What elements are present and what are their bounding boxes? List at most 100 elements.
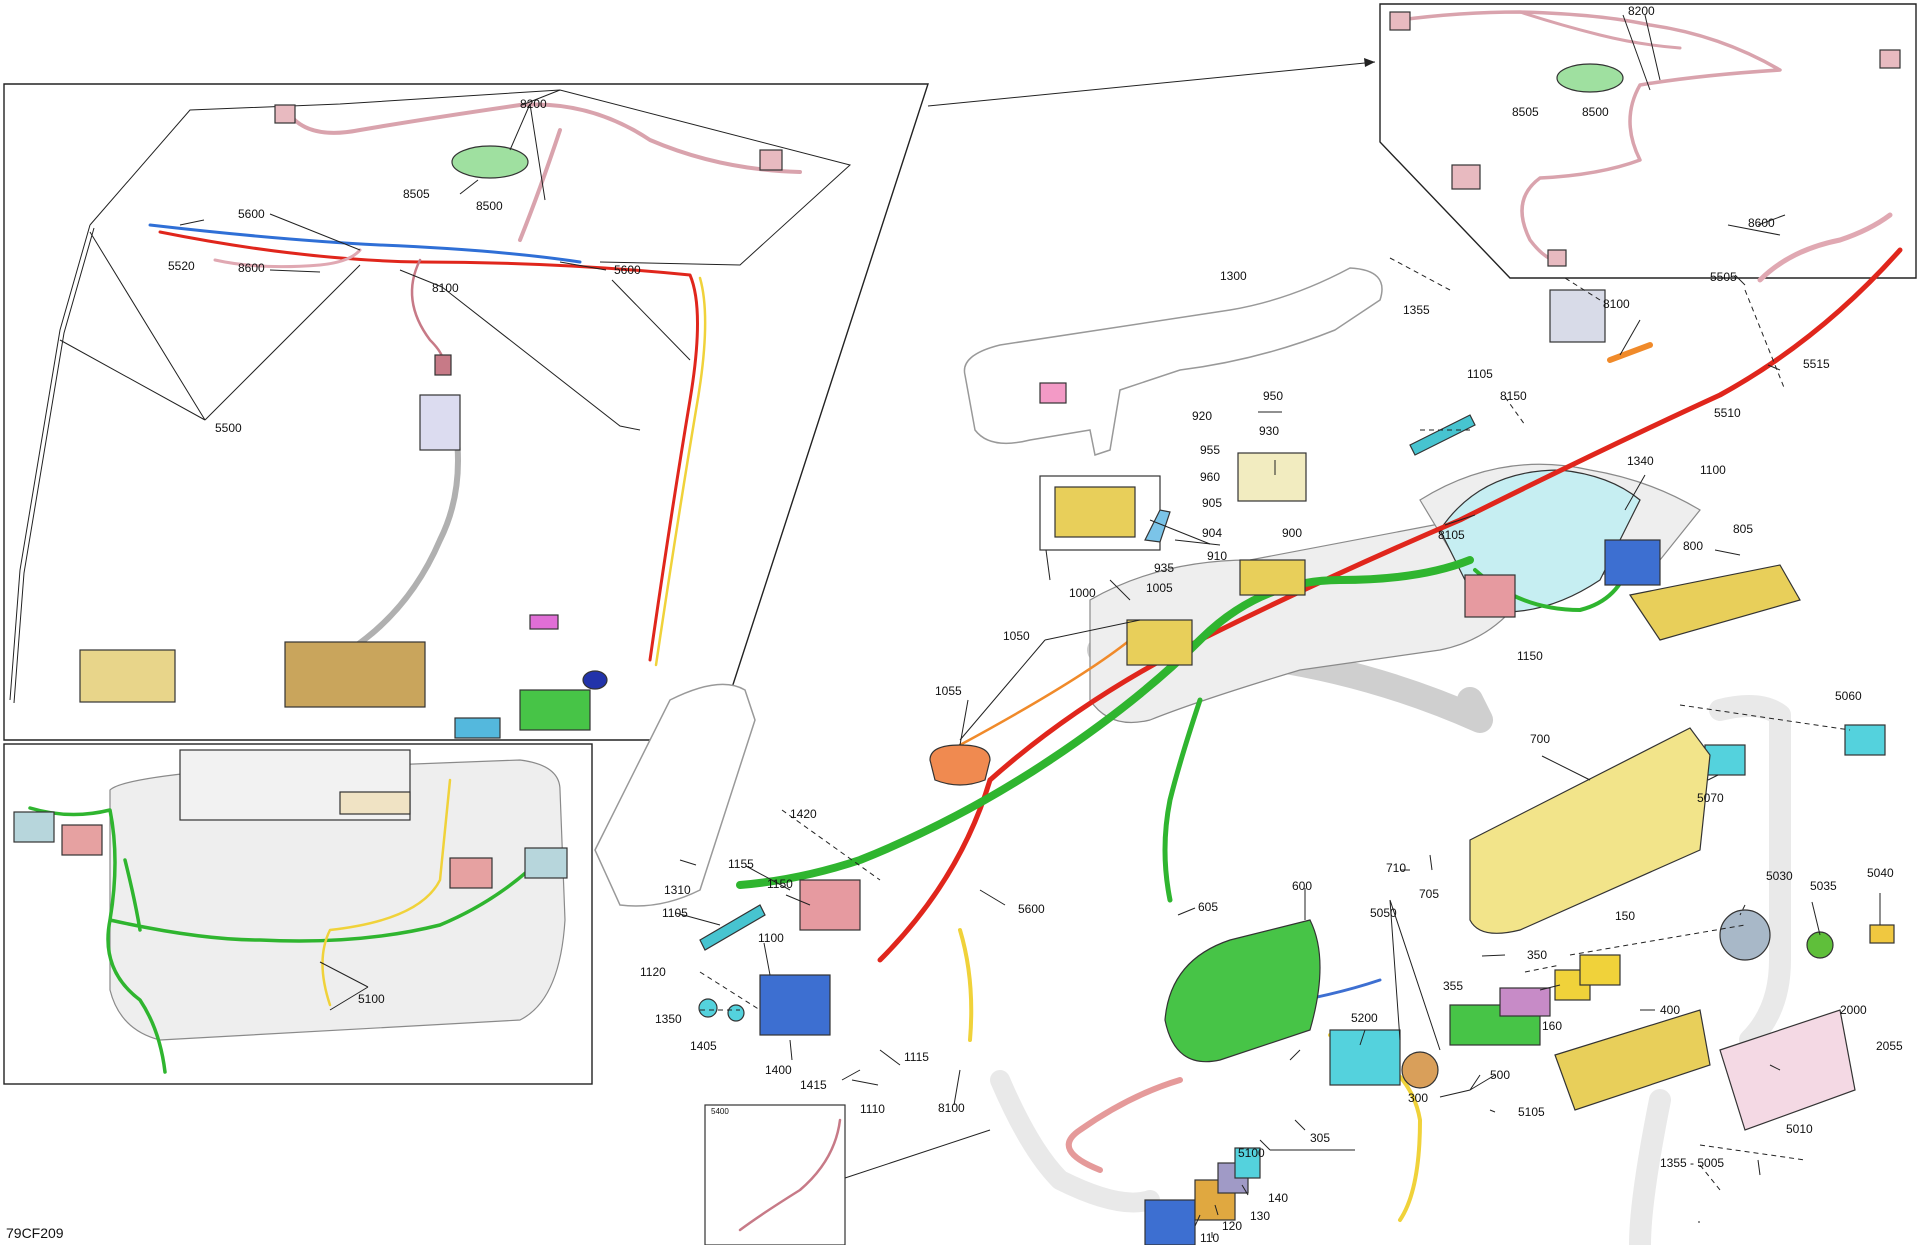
callout-8600-a: 8600 — [238, 261, 265, 275]
callout-350: 350 — [1527, 948, 1547, 962]
connector-inset-a — [1389, 11, 1411, 31]
callout-1005: 1005 — [1146, 581, 1173, 595]
callout-960: 960 — [1200, 470, 1220, 484]
arrow-head — [1364, 58, 1375, 67]
leader-lines — [59, 14, 1881, 1238]
callout-605: 605 — [1198, 900, 1218, 914]
callout-710: 710 — [1386, 861, 1406, 875]
part-1105-b — [699, 904, 766, 951]
callout-1355-5005: 1355 - 5005 — [1660, 1156, 1724, 1170]
part-600-module — [1164, 919, 1321, 1063]
part-900-block — [1239, 559, 1306, 596]
module-8500 — [451, 145, 529, 179]
callout-935: 935 — [1154, 561, 1174, 575]
part-1100-b — [759, 974, 831, 1036]
callout-2000: 2000 — [1840, 1003, 1867, 1017]
part-5200 — [1329, 1029, 1401, 1086]
part-350 — [1499, 987, 1551, 1017]
part-1055-cap — [929, 744, 991, 786]
callout-920: 920 — [1192, 409, 1212, 423]
callout-5510: 5510 — [1714, 406, 1741, 420]
harness-8200-upper — [288, 102, 802, 242]
callout-160: 160 — [1542, 1019, 1562, 1033]
callout-8200-b: 8200 — [1628, 4, 1655, 18]
harness-pink-lower — [1065, 1077, 1183, 1173]
harness-8200-inset — [1398, 10, 1782, 264]
connector-inset-c — [1451, 164, 1481, 190]
callout-1120: 1120 — [640, 965, 666, 979]
harness-red-5600 — [158, 230, 699, 662]
main-assembly — [594, 212, 1903, 1250]
module-blue-cap — [582, 670, 608, 690]
callout-1400: 1400 — [765, 1063, 792, 1077]
callout-5600-a: 5600 — [238, 207, 265, 221]
callout-5600-c: 5600 — [1018, 902, 1045, 916]
callout-1100-a: 1100 — [1700, 463, 1726, 477]
connector-pink-a — [274, 104, 296, 124]
part-950 — [1039, 382, 1067, 404]
connector-inset-d — [1547, 249, 1567, 267]
part-8150-box — [1549, 289, 1606, 343]
part-1350 — [698, 998, 718, 1018]
callout-8505-a: 8505 — [403, 187, 430, 201]
callout-5515: 5515 — [1803, 357, 1830, 371]
harness-yellow-8100 — [958, 928, 974, 1042]
callout-5105: 5105 — [1518, 1105, 1545, 1119]
part-1405 — [727, 1004, 745, 1022]
callout-8600-b: 8600 — [1748, 216, 1775, 230]
panel-upper-left — [3, 83, 929, 741]
callout-5010: 5010 — [1786, 1122, 1813, 1136]
callout-1300: 1300 — [1220, 269, 1247, 283]
callout-8100-a: 8100 — [432, 281, 459, 295]
harness-green-5100 — [28, 806, 547, 1074]
callout-140: 140 — [1268, 1191, 1288, 1205]
callout-130: 130 — [1250, 1209, 1270, 1223]
callout-700: 700 — [1530, 732, 1550, 746]
connector-pink-left — [61, 824, 103, 856]
callout-8500-a: 8500 — [476, 199, 503, 213]
harness-orange-1050 — [958, 638, 1132, 747]
part-2000-cover — [1719, 1009, 1856, 1131]
part-5030 — [1719, 909, 1771, 961]
callout-1420: 1420 — [790, 807, 817, 821]
module-cyan-bar — [454, 717, 501, 739]
dash-bar-beige — [339, 791, 411, 815]
frame-tube-lower — [990, 1070, 1160, 1213]
part-8100-orange — [1607, 342, 1653, 363]
callout-930: 930 — [1259, 424, 1279, 438]
callout-5060: 5060 — [1835, 689, 1862, 703]
part-1105-a — [1409, 414, 1476, 456]
harness-8600-a — [213, 248, 362, 269]
part-700-display — [1469, 727, 1711, 934]
callout-1340: 1340 — [1627, 454, 1654, 468]
module-magenta-clip — [529, 614, 559, 630]
part-110 — [1144, 1199, 1196, 1246]
harness-8600-right — [1757, 212, 1893, 283]
callout-905: 905 — [1202, 496, 1222, 510]
part-400-control-panel — [1554, 1009, 1711, 1111]
callout-400: 400 — [1660, 1003, 1680, 1017]
callout-1150-b: 1150 — [767, 877, 793, 891]
callout-305: 305 — [1310, 1131, 1330, 1145]
callout-8505-b: 8505 — [1512, 105, 1539, 119]
callout-1115: 1115 — [904, 1050, 929, 1064]
part-140 — [1234, 1147, 1261, 1179]
part-1150-a — [1464, 574, 1516, 618]
callout-955: 955 — [1200, 443, 1220, 457]
callout-2055: 2055 — [1876, 1039, 1903, 1053]
connector-pink-b — [759, 149, 783, 171]
part-910-bracket — [1144, 509, 1171, 543]
connector-pink-right — [449, 857, 493, 889]
callout-150: 150 — [1615, 909, 1635, 923]
callout-500: 500 — [1490, 1068, 1510, 1082]
callout-300: 300 — [1408, 1091, 1428, 1105]
frame-tube-right-b — [1629, 1089, 1671, 1250]
callout-1150-a: 1150 — [1517, 649, 1543, 663]
roof-frame-pillar — [9, 224, 91, 701]
callout-950: 950 — [1263, 389, 1283, 403]
panel-frame-upper-left — [3, 83, 929, 741]
panel-frame-lower-left — [3, 743, 593, 1085]
callout-900: 900 — [1282, 526, 1302, 540]
